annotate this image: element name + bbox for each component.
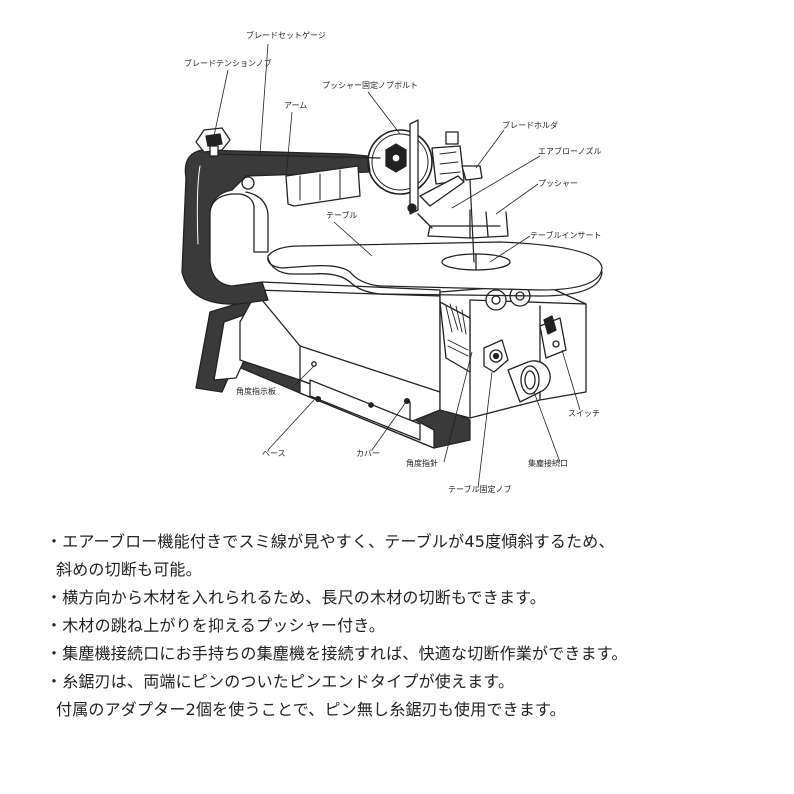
scroll-saw-illustration <box>181 119 603 449</box>
label-table: テーブル <box>326 210 358 220</box>
label-angle-pointer: 角度指針 <box>406 458 438 468</box>
feature-item: ・糸鋸刃は、両端にピンのついたピンエンドタイプが使えます。 <box>46 668 766 696</box>
label-blade-tension-knob: ブレードテンションノブ <box>184 58 272 68</box>
blade-holder <box>431 145 465 185</box>
feature-item: ・木材の跳ね上がりを抑えるプッシャー付き。 <box>46 612 766 640</box>
label-table-lock-knob: テーブル固定ノブ <box>448 484 512 494</box>
feature-item-continued: 斜めの切断も可能。 <box>46 556 766 584</box>
feature-text: ・糸鋸刃は、両端にピンのついたピンエンドタイプが使えます。 <box>46 672 515 691</box>
pusher <box>427 209 509 239</box>
label-table-insert: テーブルインサート <box>530 230 602 240</box>
feature-text: 付属のアダプター2個を使うことで、ピン無し糸鋸刃も使用できます。 <box>56 700 566 719</box>
label-switch: スイッチ <box>568 409 600 418</box>
feature-item: ・集塵機接続口にお手持ちの集塵機を接続すれば、快適な切断作業ができます。 <box>46 640 766 668</box>
feature-text: 斜めの切断も可能。 <box>56 560 202 579</box>
label-base: ベース <box>262 449 286 458</box>
feature-text: ・エアーブロー機能付きでスミ線が見やすく、テーブルが45度傾斜するため、 <box>46 532 615 551</box>
label-pusher: プッシャー <box>538 179 578 188</box>
label-dust-port: 集塵接続口 <box>528 458 568 468</box>
saw-blade <box>469 179 475 263</box>
feature-item: ・エアーブロー機能付きでスミ線が見やすく、テーブルが45度傾斜するため、 <box>46 528 766 556</box>
table <box>267 241 603 291</box>
feature-text: ・横方向から木材を入れられるため、長尺の木材の切断もできます。 <box>46 588 546 607</box>
air-nozzle <box>419 175 465 207</box>
label-angle-plate: 角度指示板 <box>236 386 276 396</box>
motor-housing <box>239 281 441 423</box>
label-cover: カバー <box>356 449 380 458</box>
scroll-saw-diagram: ブレードセットゲージ ブレードテンションノブ プッシャー固定ノブボルト アーム … <box>181 30 603 494</box>
feature-item-continued: 付属のアダプター2個を使うことで、ピン無し糸鋸刃も使用できます。 <box>46 696 766 724</box>
angle-scale <box>439 301 471 373</box>
arm <box>181 149 371 305</box>
label-pusher-bolt: プッシャー固定ノブボルト <box>322 80 418 90</box>
feature-text: ・集塵機接続口にお手持ちの集塵機を接続すれば、快適な切断作業ができます。 <box>46 644 628 663</box>
cover-panel <box>309 379 421 441</box>
leader-lines <box>213 43 581 489</box>
feature-list: ・エアーブロー機能付きでスミ線が見やすく、テーブルが45度傾斜するため、 斜めの… <box>46 528 766 724</box>
pusher-bolt-ring <box>367 129 433 195</box>
label-arm: アーム <box>284 101 307 110</box>
feature-item: ・横方向から木材を入れられるため、長尺の木材の切断もできます。 <box>46 584 766 612</box>
part-labels: ブレードセットゲージ ブレードテンションノブ プッシャー固定ノブボルト アーム … <box>184 30 602 494</box>
label-blade-holder: ブレードホルダ <box>502 120 558 130</box>
feature-text: ・木材の跳ね上がりを抑えるプッシャー付き。 <box>46 616 385 635</box>
label-blade-set-gauge: ブレードセットゲージ <box>246 30 326 40</box>
label-air-nozzle: エアブローノズル <box>538 146 602 156</box>
